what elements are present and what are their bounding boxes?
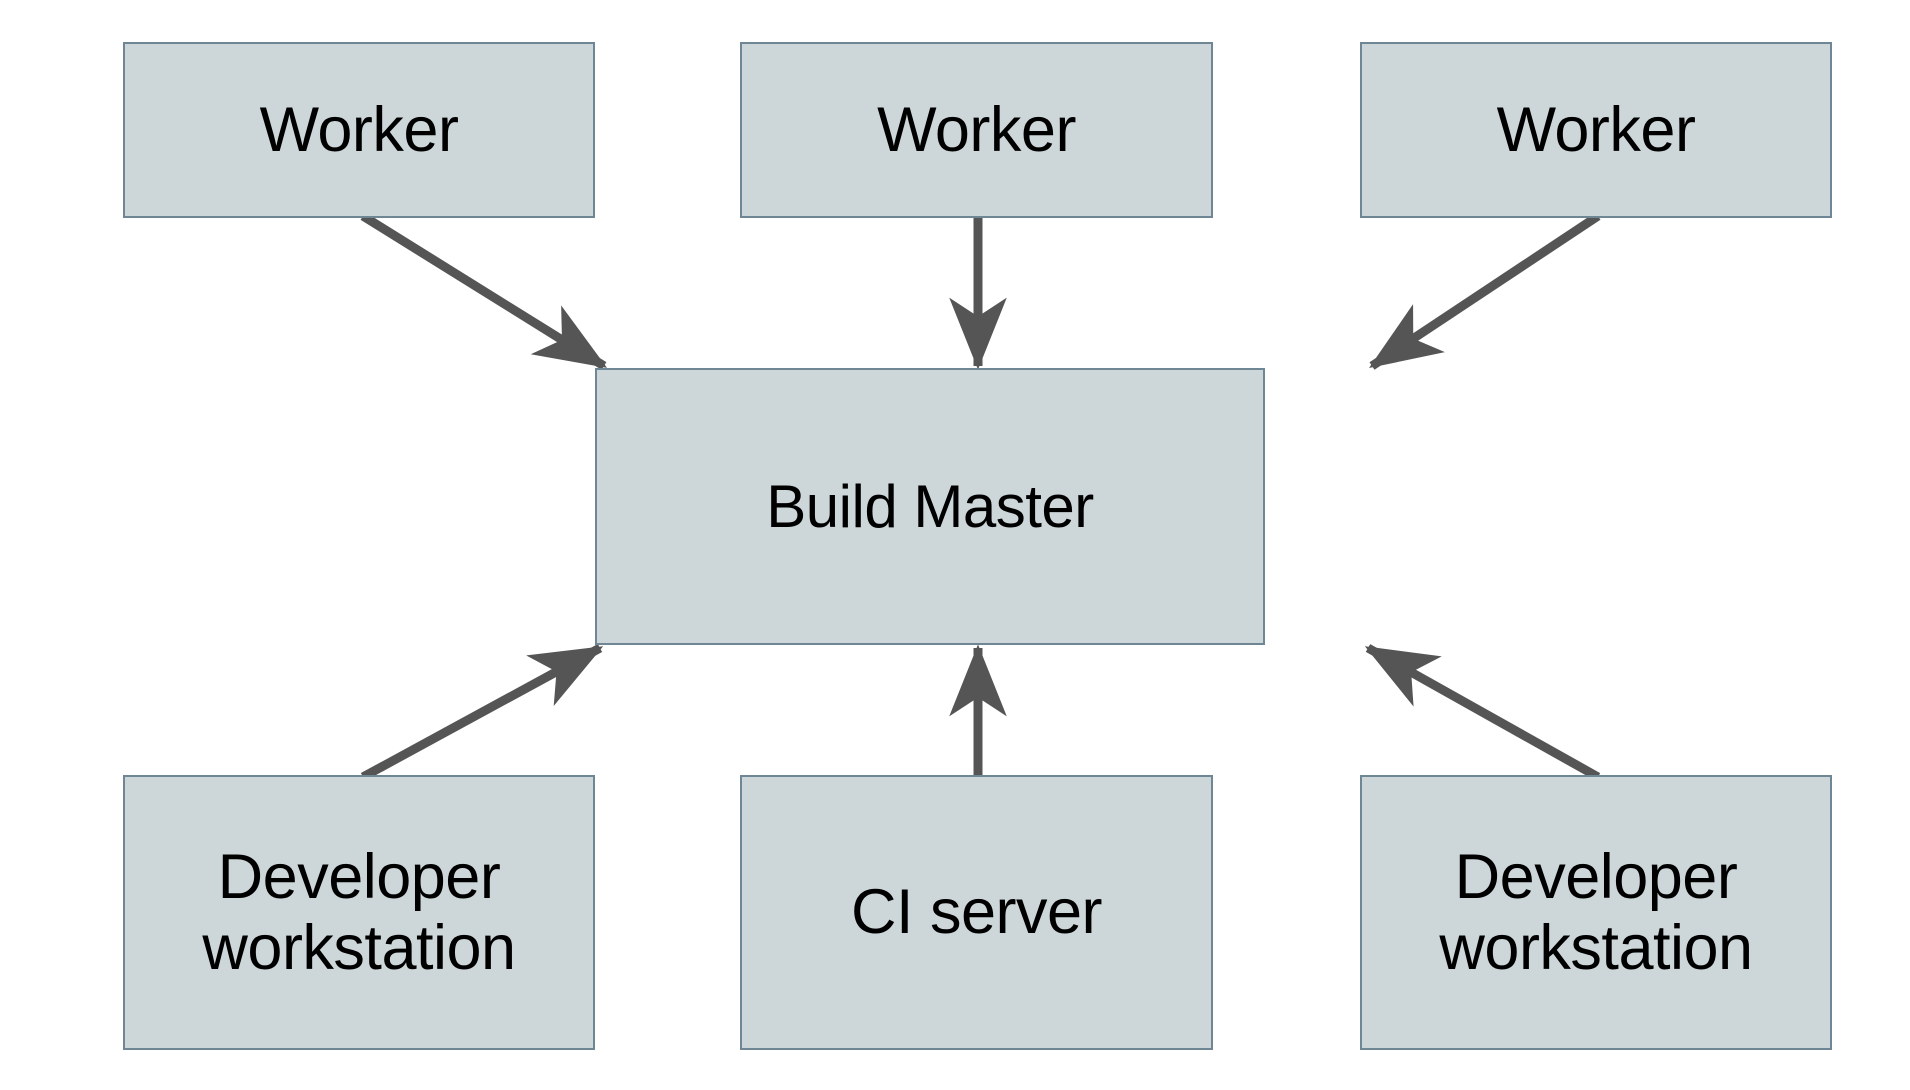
node-developer-workstation-left[interactable]: Developer workstation: [123, 775, 595, 1050]
node-worker-2[interactable]: Worker: [740, 42, 1213, 218]
node-worker-3-label: Worker: [1496, 94, 1696, 165]
node-worker-2-label: Worker: [877, 94, 1076, 165]
edge-developer-workstation-right-to-build-master: [1364, 644, 1601, 781]
edge-worker3-to-build-master: [1369, 212, 1601, 370]
node-build-master[interactable]: Build Master: [595, 368, 1265, 645]
node-worker-1-label: Worker: [259, 94, 459, 165]
node-ci-server[interactable]: CI server: [740, 775, 1213, 1050]
node-build-master-label: Build Master: [766, 472, 1094, 540]
edge-worker1-to-build-master: [360, 212, 608, 370]
node-developer-workstation-right-label: Developer workstation: [1439, 841, 1753, 983]
node-worker-1[interactable]: Worker: [123, 42, 595, 218]
node-ci-server-label: CI server: [850, 877, 1103, 948]
node-developer-workstation-left-label: Developer workstation: [202, 841, 516, 983]
node-developer-workstation-right[interactable]: Developer workstation: [1360, 775, 1832, 1050]
node-worker-3[interactable]: Worker: [1360, 42, 1832, 218]
edge-developer-workstation-left-to-build-master: [360, 644, 604, 781]
